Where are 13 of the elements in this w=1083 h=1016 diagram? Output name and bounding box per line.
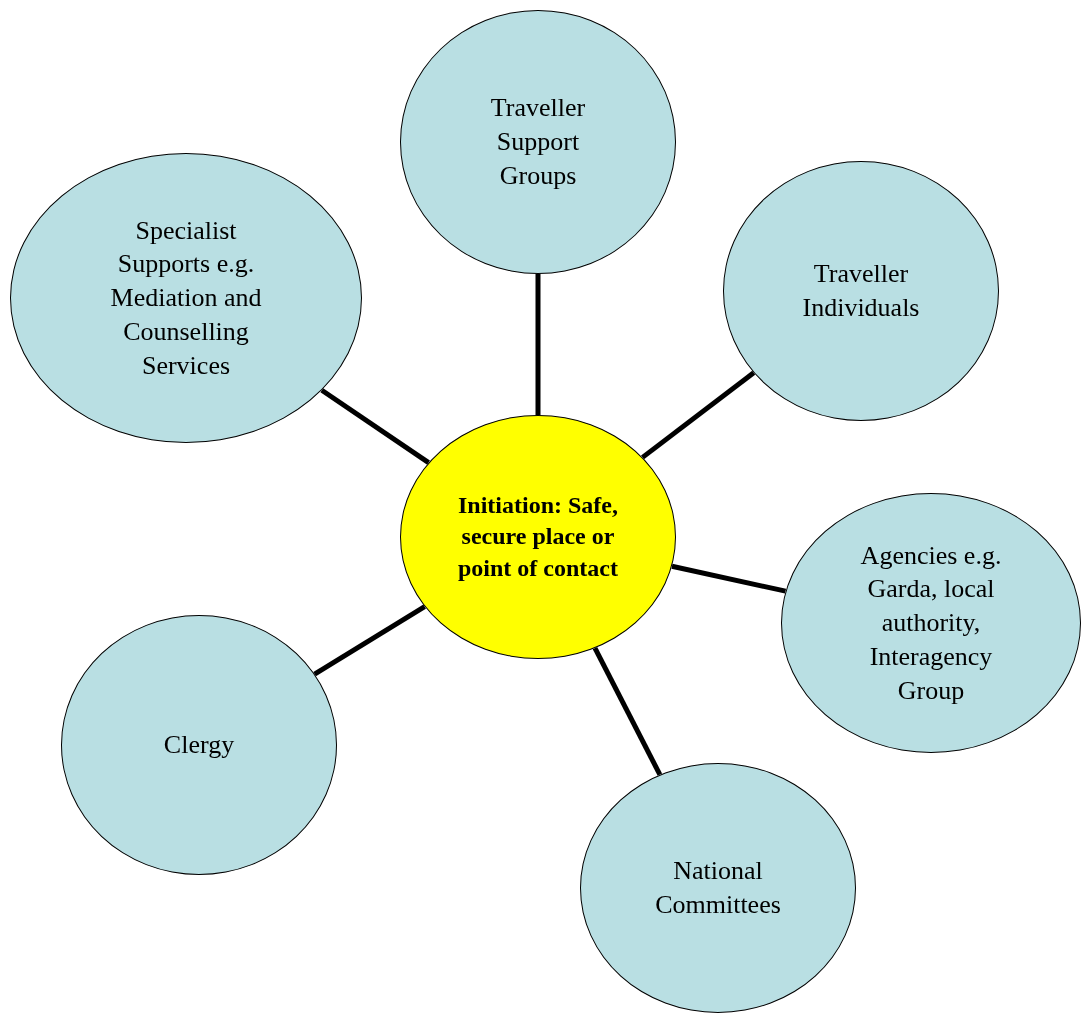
- node-label: Clergy: [162, 729, 236, 762]
- connector-line: [641, 370, 756, 460]
- node-label: Initiation: Safe, secure place or point of contact: [458, 491, 618, 583]
- node-label: Agencies e.g. Garda, local authority, Interagency Group: [859, 539, 1003, 707]
- connector-line: [320, 388, 430, 465]
- connector-line: [671, 563, 787, 594]
- connector-line: [313, 604, 426, 677]
- connector-line: [535, 274, 541, 415]
- connector-line: [592, 646, 663, 776]
- node-label: Traveller Individuals: [801, 258, 921, 324]
- node-label: National Committees: [654, 855, 782, 921]
- node-label: Specialist Supports e.g. Mediation and Counselling Services: [109, 214, 263, 382]
- node-label: Traveller Support Groups: [489, 92, 587, 192]
